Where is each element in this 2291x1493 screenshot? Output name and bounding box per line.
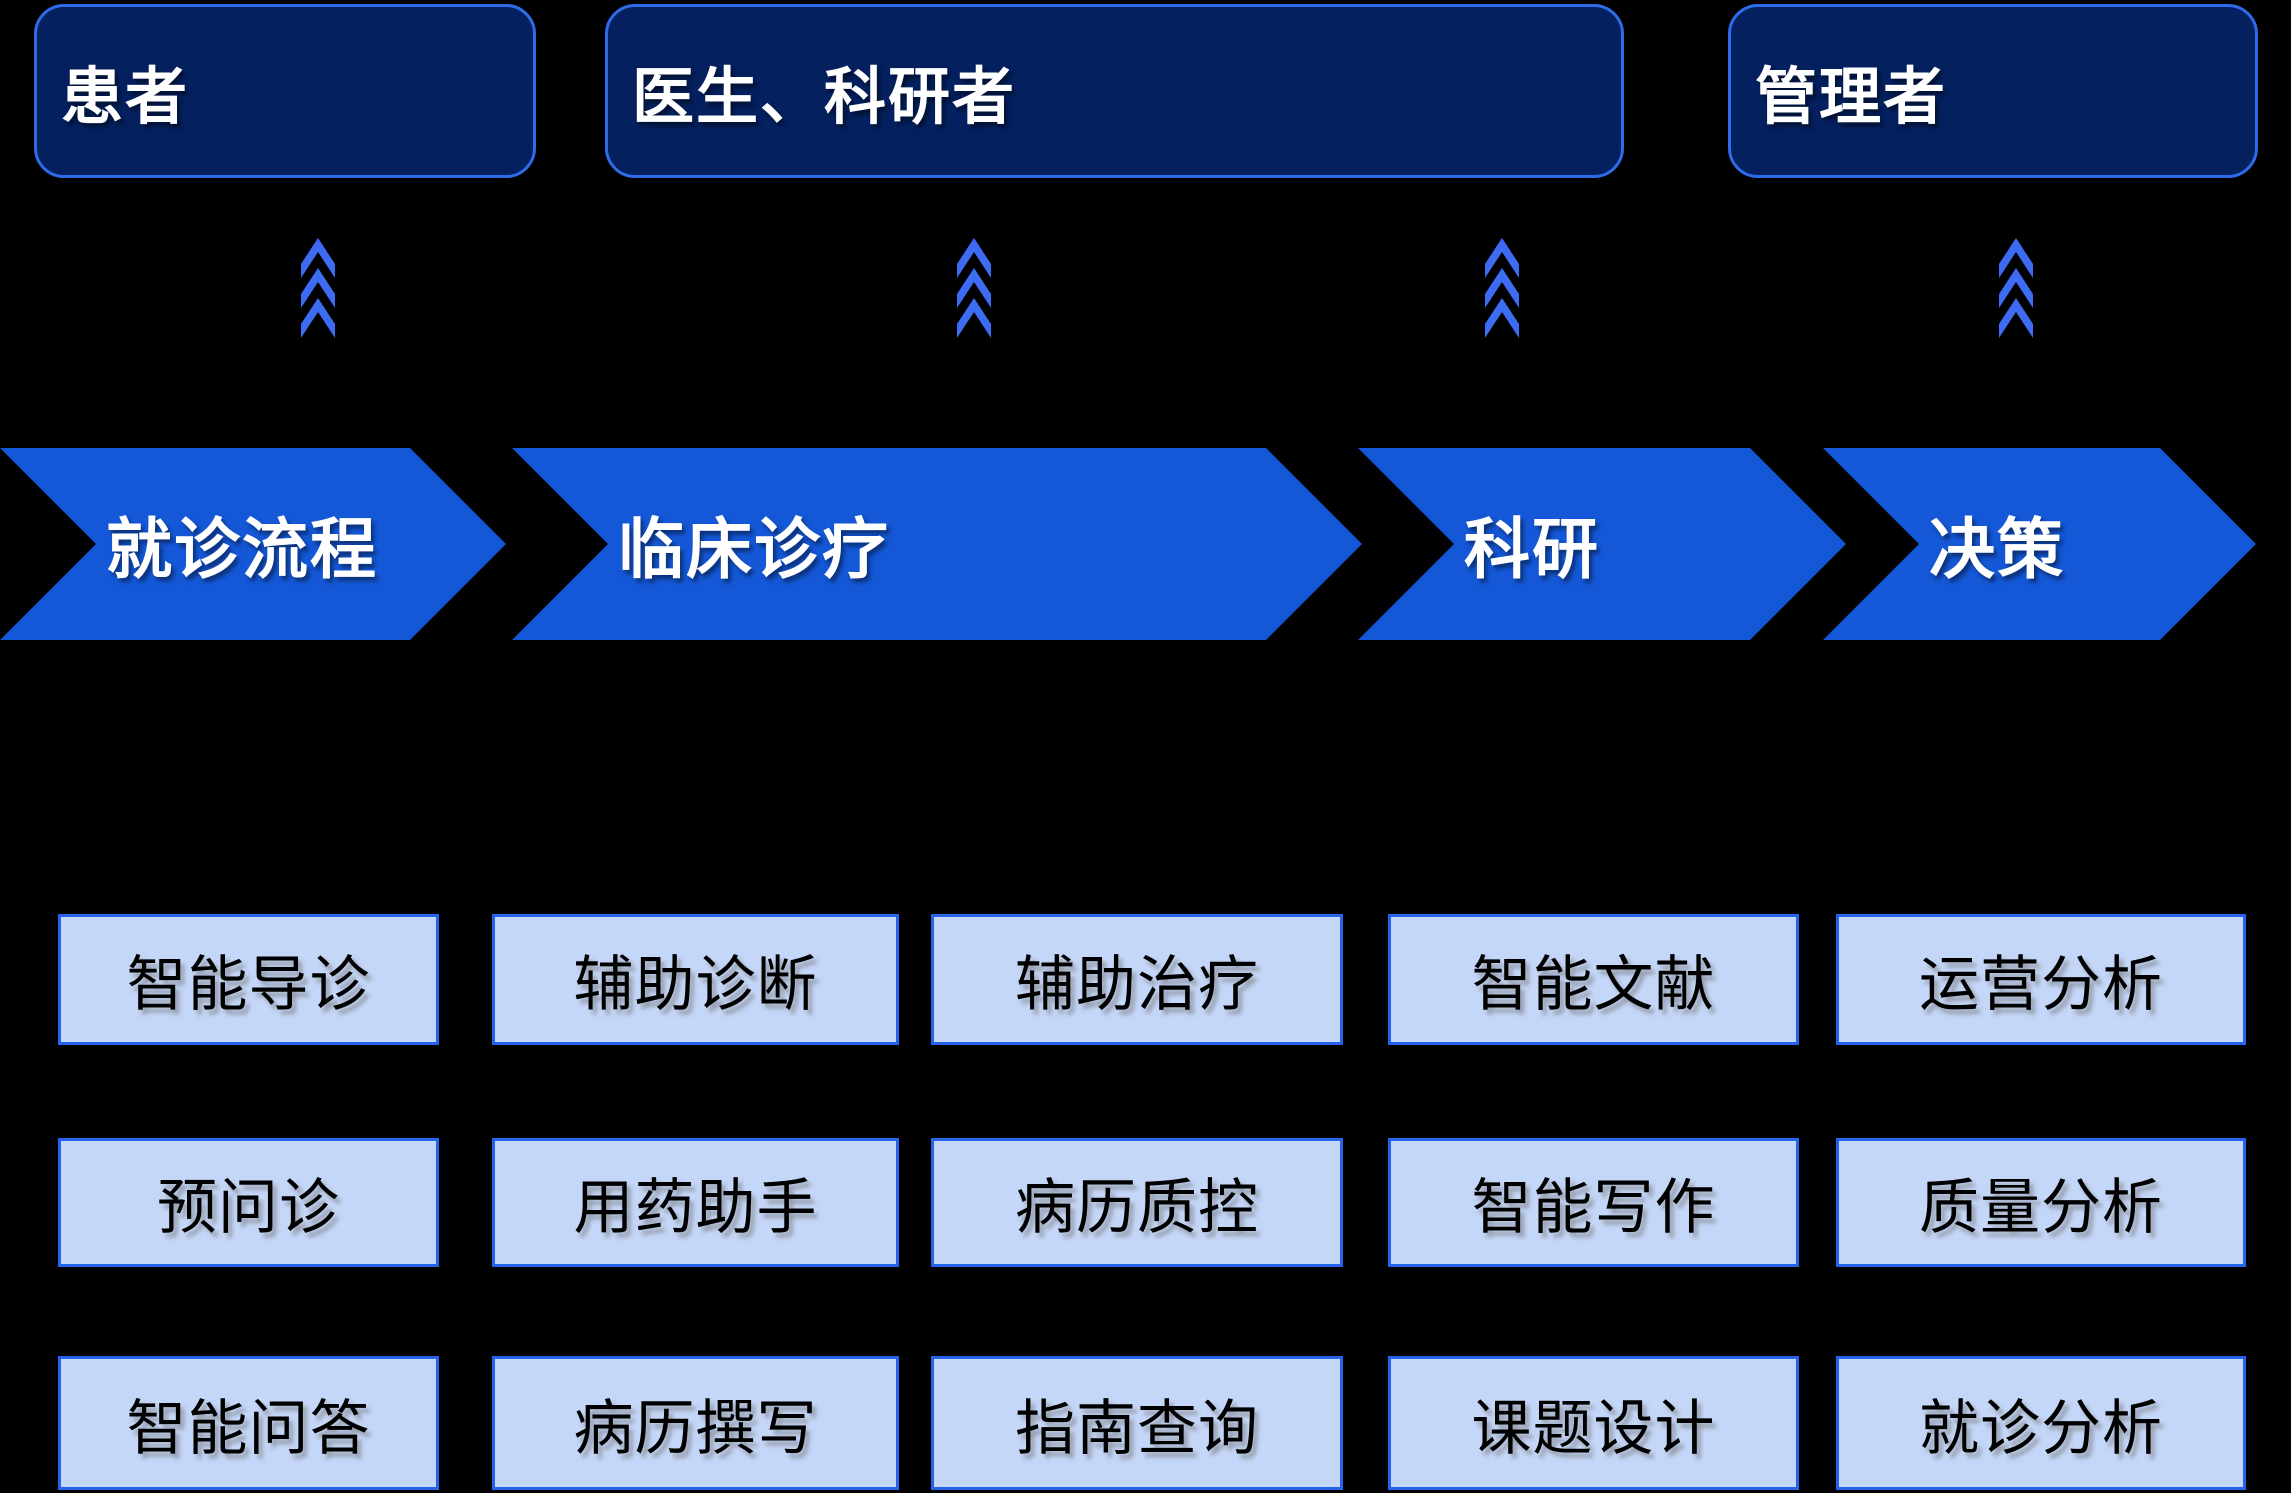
feature-box: 辅助治疗 bbox=[931, 914, 1343, 1045]
feature-label: 病历质控 bbox=[1015, 1174, 1259, 1241]
feature-box: 病历质控 bbox=[931, 1138, 1343, 1267]
feature-label: 辅助诊断 bbox=[573, 951, 818, 1018]
triple-chevron-up-icon bbox=[300, 236, 336, 340]
feature-label: 病历撰写 bbox=[573, 1394, 818, 1462]
feature-box: 指南查询 bbox=[931, 1356, 1343, 1490]
stage-ribbon-research: 科研 bbox=[1358, 448, 1846, 640]
feature-box: 智能问答 bbox=[58, 1356, 439, 1490]
feature-box: 智能文献 bbox=[1388, 914, 1799, 1045]
feature-box: 运营分析 bbox=[1836, 914, 2246, 1045]
feature-label: 预问诊 bbox=[157, 1174, 340, 1241]
feature-box: 就诊分析 bbox=[1836, 1356, 2246, 1490]
feature-box: 智能写作 bbox=[1388, 1138, 1799, 1267]
feature-label: 用药助手 bbox=[573, 1174, 818, 1241]
actor-box-manager: 管理者 bbox=[1728, 4, 2258, 178]
feature-box: 预问诊 bbox=[58, 1138, 439, 1267]
feature-label: 智能写作 bbox=[1471, 1174, 1716, 1241]
feature-box: 用药助手 bbox=[492, 1138, 899, 1267]
feature-label: 质量分析 bbox=[1919, 1174, 2163, 1241]
triple-chevron-up-icon bbox=[956, 236, 992, 340]
feature-label: 就诊分析 bbox=[1919, 1394, 2163, 1462]
feature-box: 智能导诊 bbox=[58, 914, 439, 1045]
stage-ribbon-decision: 决策 bbox=[1823, 448, 2256, 640]
feature-label: 课题设计 bbox=[1471, 1394, 1716, 1462]
stage-ribbon-clinical-care: 临床诊疗 bbox=[512, 448, 1362, 640]
stage-label: 临床诊疗 bbox=[618, 512, 890, 586]
stage-label: 科研 bbox=[1464, 512, 1600, 586]
stage-label: 决策 bbox=[1929, 512, 2065, 586]
feature-label: 智能导诊 bbox=[126, 951, 371, 1018]
actor-label: 医生、科研者 bbox=[632, 63, 1017, 132]
feature-label: 智能文献 bbox=[1471, 951, 1716, 1018]
actor-box-patient: 患者 bbox=[34, 4, 536, 178]
feature-label: 智能问答 bbox=[126, 1394, 371, 1462]
actor-label: 患者 bbox=[61, 63, 190, 132]
triple-chevron-up-icon bbox=[1484, 236, 1520, 340]
feature-label: 辅助治疗 bbox=[1015, 951, 1259, 1018]
triple-chevron-up-icon bbox=[1998, 236, 2034, 340]
feature-label: 指南查询 bbox=[1015, 1394, 1259, 1462]
feature-label: 运营分析 bbox=[1919, 951, 2163, 1018]
feature-box: 辅助诊断 bbox=[492, 914, 899, 1045]
stage-ribbon-visit-process: 就诊流程 bbox=[0, 448, 506, 640]
actor-label: 管理者 bbox=[1755, 63, 1948, 132]
actor-box-doctor-researcher: 医生、科研者 bbox=[605, 4, 1624, 178]
stage-label: 就诊流程 bbox=[106, 512, 378, 586]
feature-box: 病历撰写 bbox=[492, 1356, 899, 1490]
feature-box: 课题设计 bbox=[1388, 1356, 1799, 1490]
feature-box: 质量分析 bbox=[1836, 1138, 2246, 1267]
